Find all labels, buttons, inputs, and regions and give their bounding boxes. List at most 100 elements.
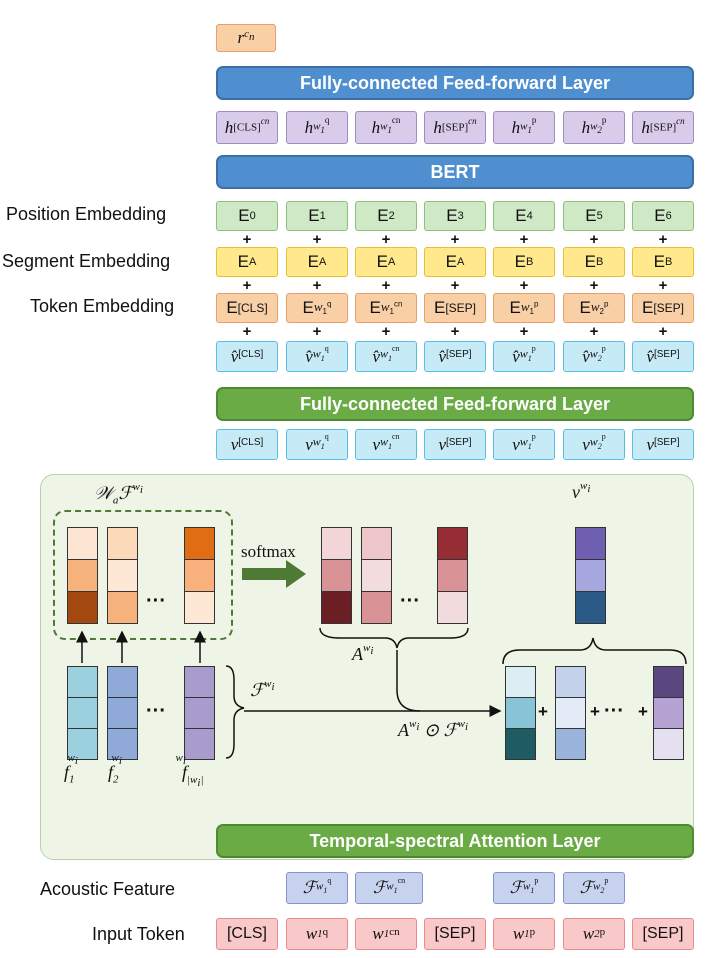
input-token-kind: p xyxy=(529,926,536,938)
plus-sign: + xyxy=(519,323,529,340)
acoustic-sup: w2p xyxy=(593,876,608,895)
position-e: E xyxy=(585,206,597,225)
plus-sign: + xyxy=(589,323,599,340)
position-e: E xyxy=(308,206,320,225)
top-fc-layer: Fully-connected Feed-forward Layer xyxy=(216,66,694,100)
weighted-feature-cell xyxy=(184,559,215,592)
token-w: w xyxy=(520,299,530,315)
token-embedding-label: Token Embedding xyxy=(30,296,175,316)
feature-f1-cell xyxy=(67,728,98,760)
segment-id: B xyxy=(665,256,673,268)
v-base: v xyxy=(646,434,654,454)
hidden-base: h xyxy=(433,117,442,137)
product-label: Awi ⊙ ℱwi xyxy=(398,718,469,740)
v-base: v xyxy=(230,434,239,454)
vhat-sup: [SEP] xyxy=(445,349,472,360)
vhat-idx: 1 xyxy=(388,353,392,363)
product-cell xyxy=(653,666,684,698)
attention-map-cell xyxy=(321,559,352,592)
weighted-feature-cell xyxy=(107,559,138,592)
token-subsup: p xyxy=(534,299,539,309)
token-sub: w1q xyxy=(314,299,332,316)
weighted-feature-cell xyxy=(184,527,215,560)
position-index: 5 xyxy=(596,210,603,222)
token-e: E xyxy=(433,298,446,317)
hidden-sup2: cn xyxy=(676,115,685,126)
v-idx: 1 xyxy=(320,441,325,451)
vhat-w: w xyxy=(589,346,598,361)
vhat-idx: 1 xyxy=(320,353,325,363)
hidden-sup: [CLS]cn xyxy=(233,116,269,134)
vhat-cell: v̂[SEP] xyxy=(632,341,694,372)
token-sub: [CLS] xyxy=(237,301,268,315)
input-token-text: [SEP] xyxy=(642,925,684,942)
product-cell xyxy=(555,666,586,698)
token-e: E xyxy=(226,298,238,317)
weighted-feature-cell xyxy=(67,591,98,624)
acoustic-f: ℱ xyxy=(509,878,524,897)
segment-id: A xyxy=(319,256,327,268)
hidden-supsub: 1 xyxy=(387,124,392,135)
v-sup: [CLS] xyxy=(238,437,264,448)
segment-e: E xyxy=(237,252,249,271)
hidden-sup: w1q xyxy=(313,114,330,135)
hidden-base: h xyxy=(641,117,650,137)
input-token-idx: 1 xyxy=(524,928,530,940)
token-sub: w1p xyxy=(521,299,539,316)
acoustic-idx: 2 xyxy=(600,885,605,895)
acoustic-sup: w1cn xyxy=(386,875,406,895)
v-w: w xyxy=(312,434,321,449)
input-token-idx: 1 xyxy=(383,928,390,940)
hidden-supsup: q xyxy=(324,114,330,125)
weighted-feature-cell xyxy=(107,591,138,624)
vhat-idx: 1 xyxy=(527,353,532,363)
acoustic-feature-label: Acoustic Feature xyxy=(40,879,176,899)
hidden-sup: [SEP]cn xyxy=(650,115,685,134)
v-w: w xyxy=(589,434,598,449)
product-cell xyxy=(653,697,684,729)
hidden-sup-w: w xyxy=(313,120,321,133)
vhat-cell: v̂w2p xyxy=(563,341,625,372)
acoustic-w: w xyxy=(316,880,324,893)
product-cell xyxy=(555,728,586,760)
acoustic-kind: cn xyxy=(397,875,406,885)
hidden-base: h xyxy=(581,117,591,137)
token-w: w xyxy=(590,299,600,315)
attention-layer-label: Temporal-spectral Attention Layer xyxy=(309,830,601,851)
dots-2: ··· xyxy=(400,590,420,612)
vhat-base: v̂ xyxy=(372,346,380,366)
token-e: E xyxy=(509,298,521,317)
product-cell xyxy=(653,728,684,760)
softmax-label: softmax xyxy=(241,542,296,561)
plus-sign: + xyxy=(658,231,668,248)
softmax-arrow xyxy=(242,560,306,588)
attention-map-cell xyxy=(321,591,352,624)
vhat-cell: v̂[SEP] xyxy=(424,341,486,372)
token-w: w xyxy=(380,299,390,315)
attention-map-cell xyxy=(437,591,468,624)
feature-fw-cell xyxy=(184,728,215,760)
attention-map-cell xyxy=(437,559,468,592)
hidden-sup-text: [SEP] xyxy=(441,121,469,134)
v-wi-cell xyxy=(575,591,606,624)
vhat-kind: cn xyxy=(392,344,400,354)
acoustic-sup: w1p xyxy=(523,876,538,895)
dots-3: ··· xyxy=(146,700,166,722)
acoustic-f: ℱ xyxy=(579,878,594,897)
acoustic-f: ℱ xyxy=(372,878,387,897)
input-token-idx: 1 xyxy=(317,928,323,940)
v-w: w xyxy=(379,434,388,449)
